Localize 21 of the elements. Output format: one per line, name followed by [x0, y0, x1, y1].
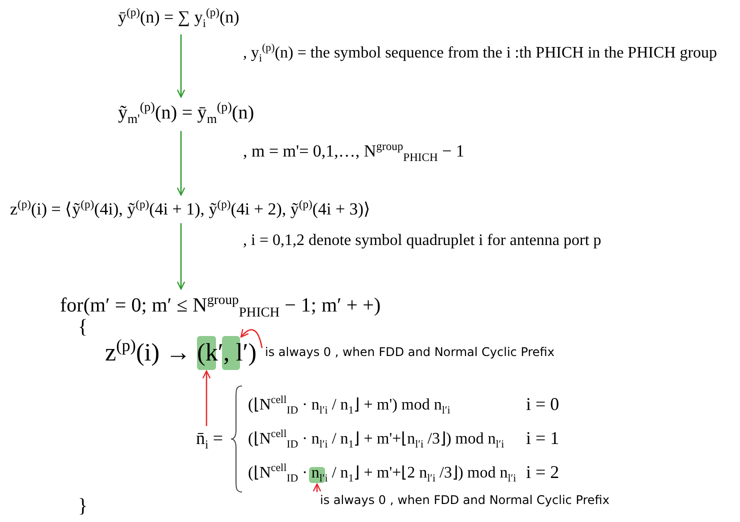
math-formula: i = 0 [526, 394, 560, 415]
math-formula: (⌊N$^{cell}$$_{ID}$ · n$_{l′i}$ / n$_{1}$⌋ + m') mod n$_{l′i}$ [248, 394, 450, 418]
annotation-note: is always 0 , when FDD and Normal Cyclic Prefix [320, 494, 610, 508]
math-formula: ỹ$_{m'}$$^{(p)}$(n) = ȳ$_{m}$$^{(p)}$(n) [118, 100, 254, 127]
annotation-text: , i = 0,1,2 denote symbol quadruplet i for antenna port p [243, 232, 602, 250]
arrow [240, 328, 263, 348]
arrow [312, 483, 322, 492]
arrow [176, 34, 186, 98]
brace-symbol: } [78, 495, 88, 518]
annotation-text: , m = m'= 0,1,…, N$^{group}$$_{PHICH}$ − 1 [243, 140, 464, 164]
arrow [176, 130, 186, 196]
math-formula: i = 1 [526, 428, 560, 449]
annotation-note: is always 0 , when FDD and Normal Cyclic Prefix [265, 346, 554, 360]
math-formula: (⌊N$^{cell}$$_{ID}$ · n$_{l′i}$ / n$_{1}$⌋ + m'+⌊n$_{l′i}$ /3⌋) mod n$_{l′i}$ [248, 428, 504, 452]
math-formula: n̄$_{i}$ = [196, 428, 224, 452]
arrow [202, 370, 211, 426]
math-formula: i = 2 [526, 462, 560, 483]
arrow [176, 223, 186, 290]
annotation-text: , y$_{i}$$^{(p)}$(n) = the symbol sequence from the i :th PHICH in the PHICH group [243, 42, 718, 66]
math-formula: ȳ$^{(p)}$(n) = ∑ y$_{i}$$^{(p)}$(n) [118, 6, 240, 30]
math-formula: z$^{(p)}$(i) = ⟨ỹ$^{(p)}$(4i), ỹ$^{(p)}$(4i + 1), ỹ$^{(p)}$(4i + 2), ỹ$^{(p)}$(4i + 3)⟩ [10, 198, 370, 220]
